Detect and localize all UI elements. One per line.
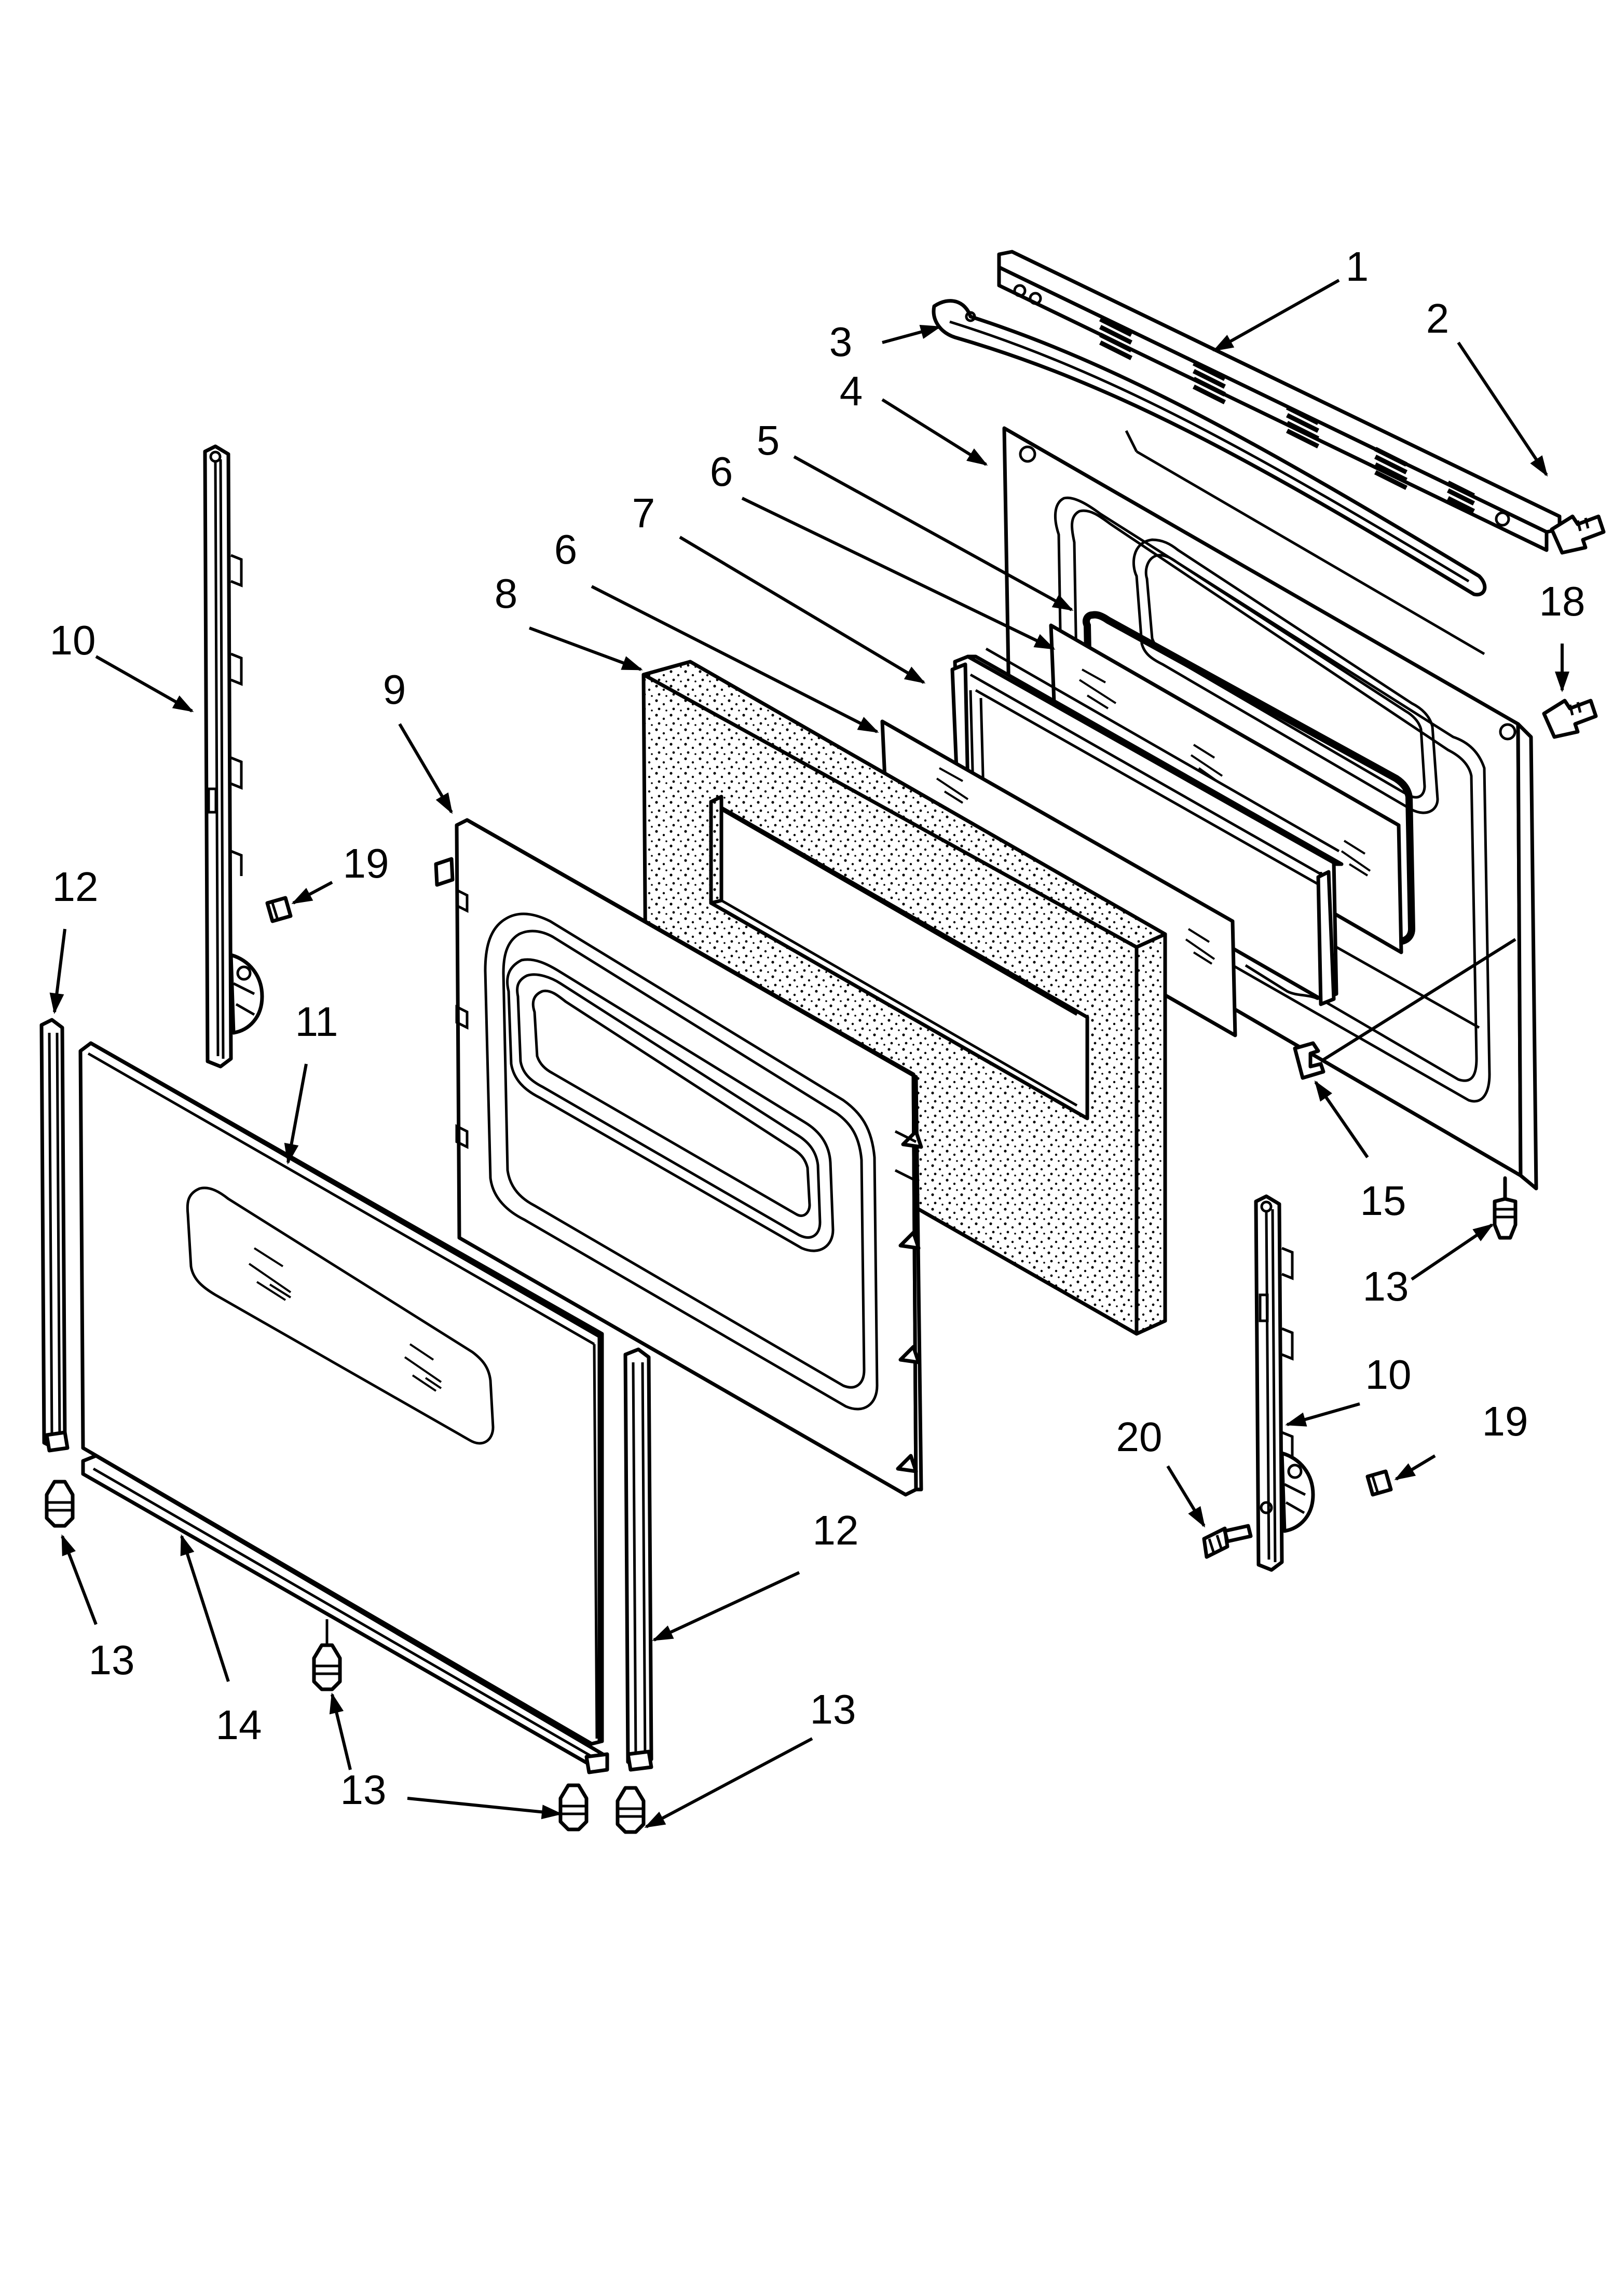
callout-12-right: 12 bbox=[813, 1507, 859, 1553]
callout-5: 5 bbox=[757, 417, 780, 463]
part-13-screw-left-trim bbox=[45, 1480, 75, 1528]
part-14-bottom-door-trim bbox=[81, 1454, 609, 1774]
part-10-left-door-hinge bbox=[203, 444, 264, 1069]
callout-3: 3 bbox=[829, 319, 853, 365]
callout-13-left-trim: 13 bbox=[89, 1637, 135, 1683]
callout-19-right: 19 bbox=[1482, 1398, 1528, 1444]
callout-13-panel: 13 bbox=[1363, 1263, 1409, 1309]
callout-13-bottom: 13 bbox=[340, 1767, 387, 1813]
part-19-clip-right bbox=[1365, 1469, 1393, 1497]
callout-20: 20 bbox=[1116, 1414, 1163, 1460]
callout-13-right-trim: 13 bbox=[810, 1686, 856, 1732]
callout-7: 7 bbox=[632, 490, 655, 536]
part-13-screw-bottom-trim-right bbox=[558, 1783, 589, 1832]
part-19-clip-left bbox=[265, 896, 293, 923]
part-10-right-door-hinge bbox=[1254, 1194, 1315, 1572]
callout-18: 18 bbox=[1539, 578, 1585, 624]
callout-4: 4 bbox=[840, 368, 863, 414]
part-9-door-liner bbox=[434, 818, 923, 1497]
part-8-door-insulation bbox=[641, 660, 1167, 1336]
part-3-door-handle bbox=[932, 299, 1487, 597]
callout-10-right: 10 bbox=[1365, 1351, 1412, 1398]
part-12-right-door-trim bbox=[623, 1347, 653, 1772]
callout-10-left: 10 bbox=[50, 617, 96, 663]
part-2-screw bbox=[1550, 514, 1606, 555]
callout-11: 11 bbox=[295, 999, 338, 1045]
part-13-screw-right-panel bbox=[1493, 1176, 1518, 1240]
part-7-window-pack bbox=[950, 647, 1344, 1006]
callout-6-rear: 6 bbox=[710, 448, 733, 495]
callout-2: 2 bbox=[1426, 295, 1450, 341]
part-13-screw-right-trim bbox=[616, 1786, 646, 1834]
vent-slots bbox=[1099, 317, 1475, 514]
part-12-left-door-trim bbox=[39, 1018, 70, 1453]
callout-8: 8 bbox=[495, 570, 518, 617]
callout-19-left: 19 bbox=[343, 840, 389, 886]
part-13-screw-bottom-trim-mid bbox=[312, 1619, 342, 1691]
part-18-screw bbox=[1542, 699, 1598, 739]
part-11-outer-door-panel bbox=[78, 1041, 604, 1746]
part-15-clip bbox=[1293, 1041, 1325, 1080]
part-20-screw bbox=[1202, 1524, 1253, 1559]
callout-12-left: 12 bbox=[52, 864, 99, 910]
callout-9: 9 bbox=[383, 666, 406, 713]
callout-15: 15 bbox=[1360, 1178, 1406, 1224]
callout-1: 1 bbox=[1346, 243, 1369, 290]
callout-6-front: 6 bbox=[554, 526, 578, 572]
leader-lines bbox=[49, 279, 1569, 1828]
part-1-control-panel-trim bbox=[997, 250, 1562, 552]
part-5-window-gasket bbox=[1083, 611, 1416, 945]
callout-14: 14 bbox=[216, 1702, 262, 1748]
callout-labels: 1 2 3 4 5 6 7 6 8 9 10 18 19 12 11 15 13… bbox=[50, 243, 1585, 1813]
